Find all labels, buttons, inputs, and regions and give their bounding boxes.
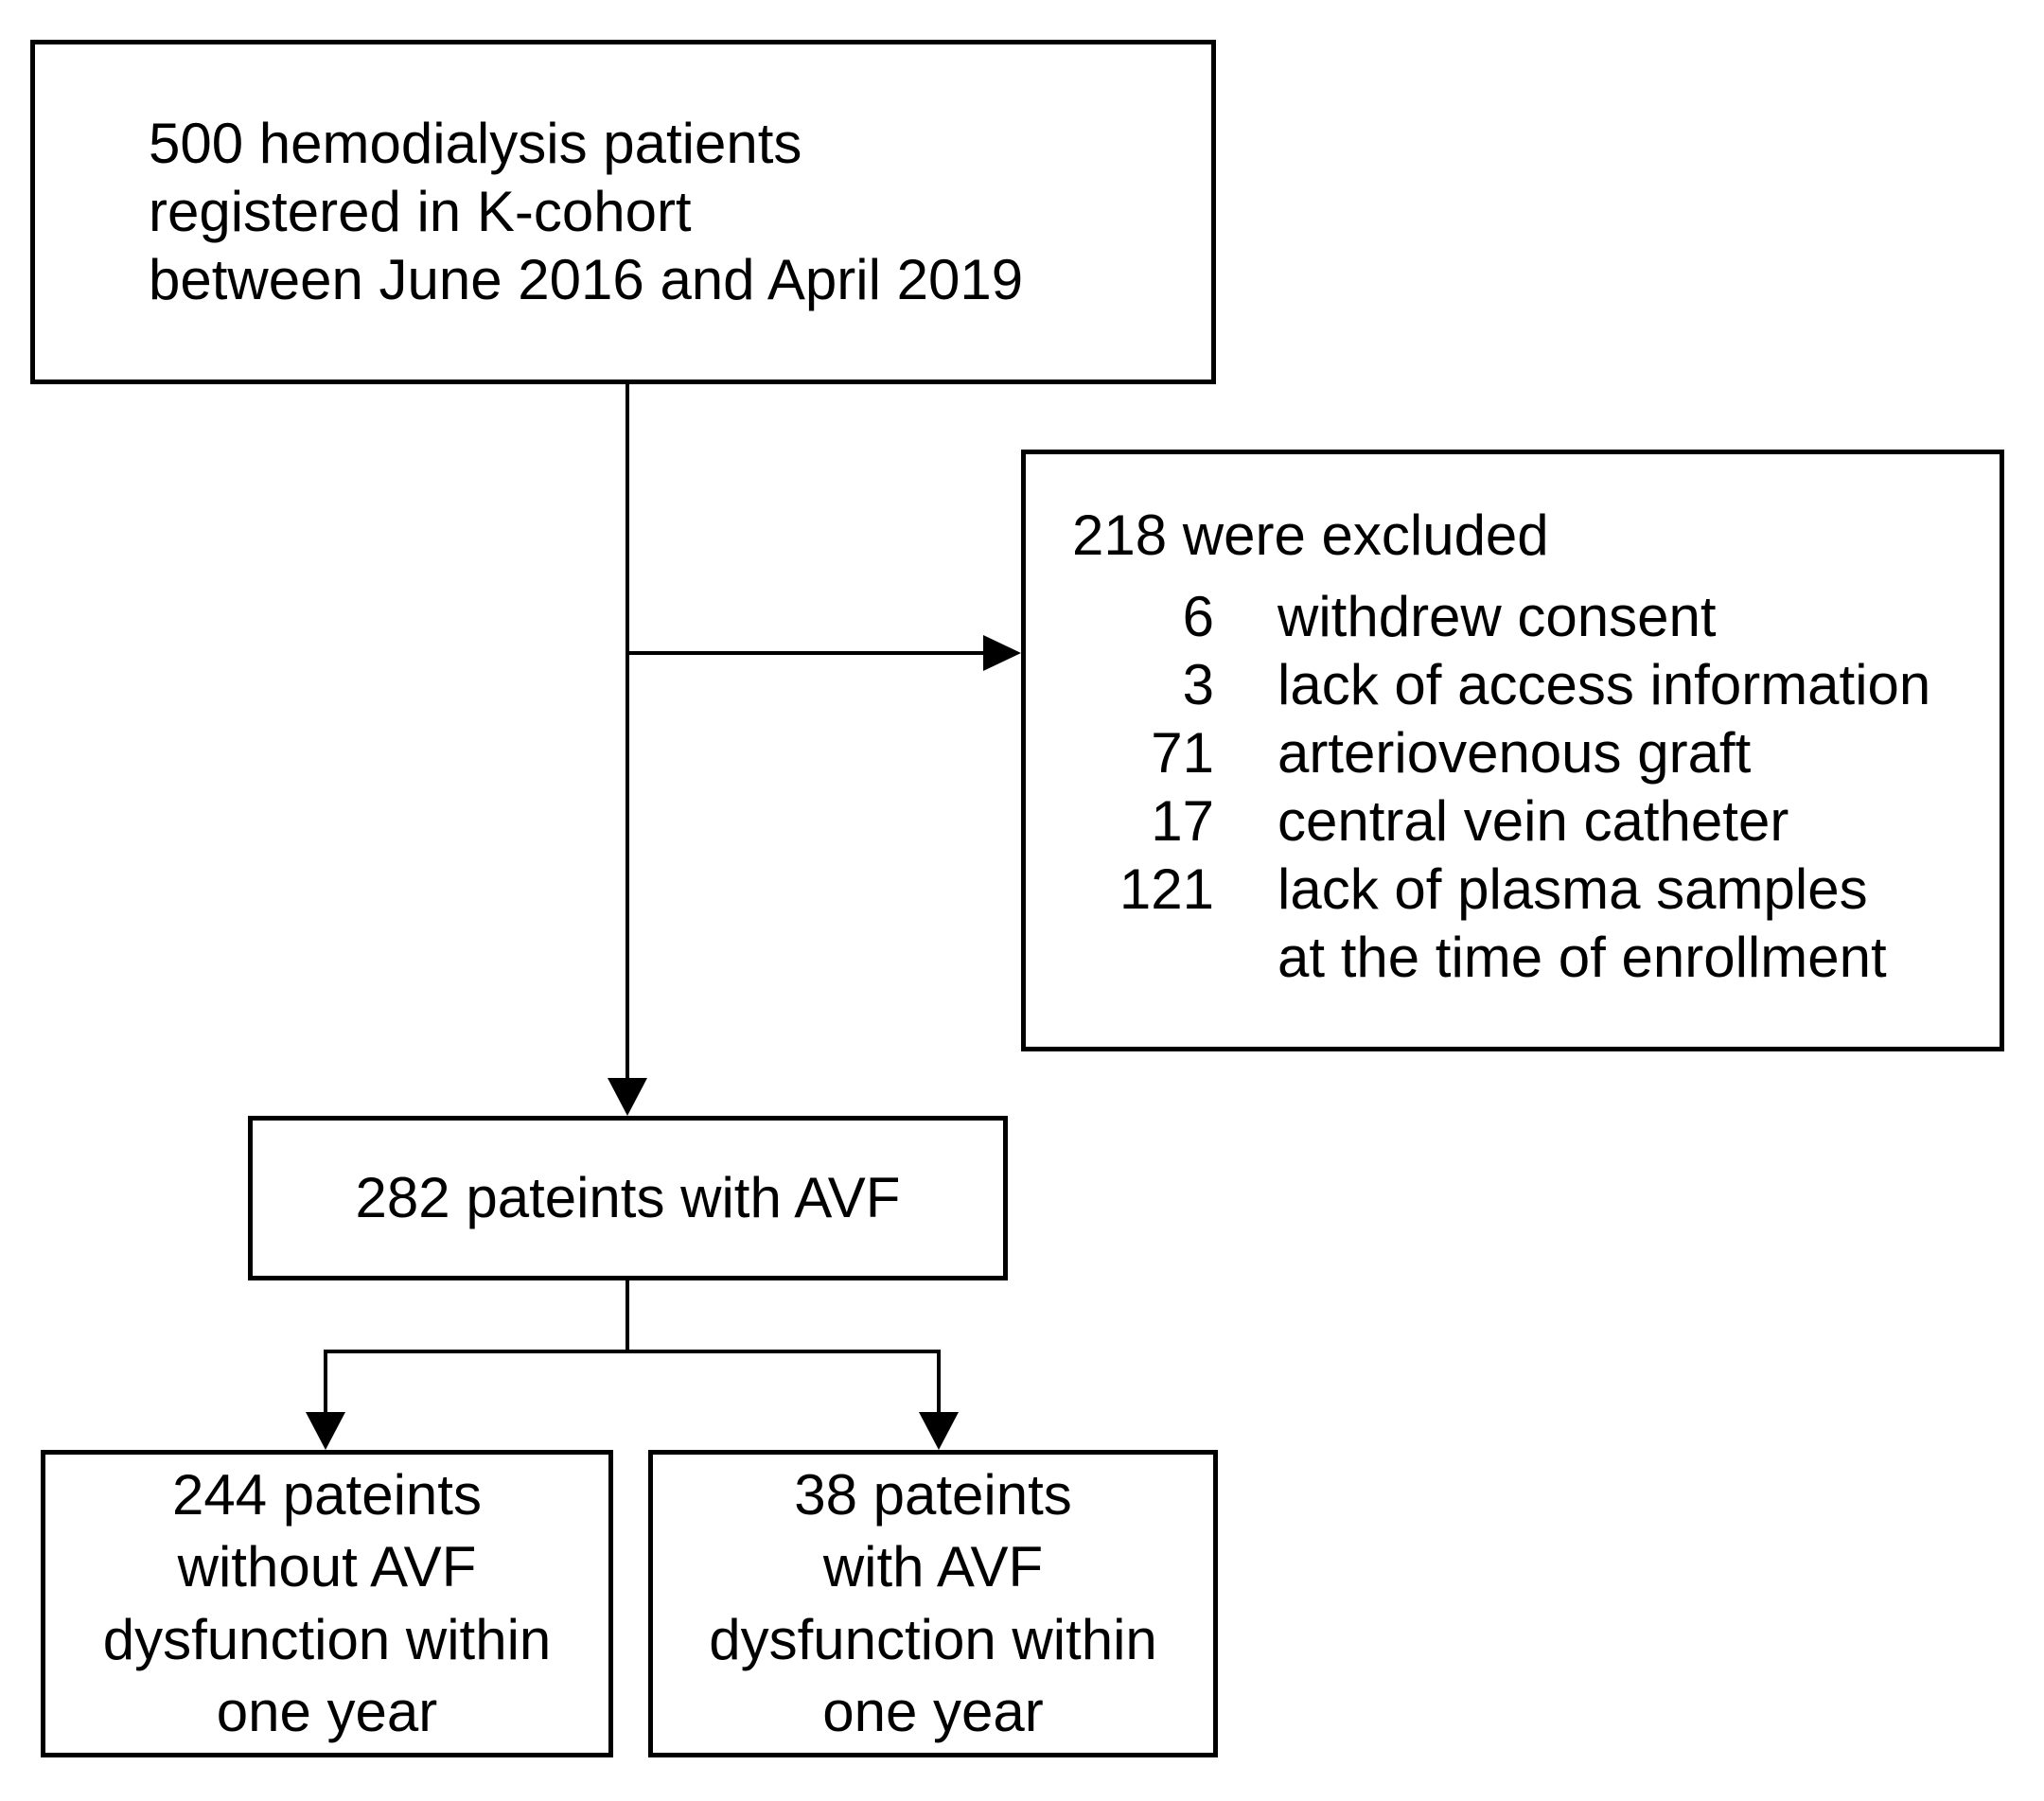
cohort-text: 500 hemodialysis patients registered in … (149, 112, 1024, 311)
excluded-reason: withdrew consent (1278, 585, 1717, 648)
excluded-item: 71 arteriovenous graft (1072, 719, 1990, 787)
branch-bar (324, 1350, 941, 1353)
excluded-count: 6 (1182, 585, 1214, 648)
branch-left-drop (324, 1350, 327, 1414)
excluded-reason-line1: lack of plasma samples (1278, 857, 1868, 921)
excluded-count: 3 (1182, 653, 1214, 716)
dysfunction-box: 38 pateints with AVF dysfunction within … (648, 1450, 1218, 1757)
excluded-item: 121 lack of plasma samples at the time o… (1072, 856, 1990, 992)
excluded-item: 3 lack of access information (1072, 651, 1990, 719)
excluded-count: 71 (1151, 721, 1214, 785)
no-dysfunction-box: 244 pateints without AVF dysfunction wit… (41, 1450, 613, 1757)
excluded-reason-line2: at the time of enrollment (1278, 926, 1887, 989)
connector-to-excluded (626, 651, 985, 655)
excluded-box: 218 were excluded 6 withdrew consent 3 l… (1021, 450, 2004, 1051)
excluded-reason: central vein catheter (1278, 789, 1789, 853)
no-dysfunction-text: 244 pateints without AVF dysfunction wit… (102, 1463, 552, 1743)
excluded-count: 121 (1119, 857, 1214, 921)
excluded-item: 6 withdrew consent (1072, 583, 1990, 651)
arrowhead-to-no-dysfunction (306, 1412, 345, 1450)
branch-stem (626, 1280, 629, 1353)
excluded-item: 17 central vein catheter (1072, 787, 1990, 856)
cohort-box: 500 hemodialysis patients registered in … (30, 40, 1216, 384)
arrowhead-to-avf (608, 1078, 647, 1116)
excluded-reason: lack of access information (1278, 653, 1931, 716)
avf-box: 282 pateints with AVF (248, 1116, 1008, 1280)
branch-right-drop (937, 1350, 941, 1414)
excluded-title: 218 were excluded (1072, 503, 1549, 567)
avf-text: 282 pateints with AVF (355, 1166, 901, 1229)
connector-cohort-to-avf (626, 384, 629, 1080)
arrowhead-to-excluded (983, 635, 1021, 671)
excluded-reason: arteriovenous graft (1278, 721, 1752, 785)
arrowhead-to-dysfunction (919, 1412, 959, 1450)
dysfunction-text: 38 pateints with AVF dysfunction within … (709, 1463, 1157, 1743)
excluded-count: 17 (1151, 789, 1214, 853)
excluded-reason: lack of plasma samples at the time of en… (1278, 856, 1887, 992)
